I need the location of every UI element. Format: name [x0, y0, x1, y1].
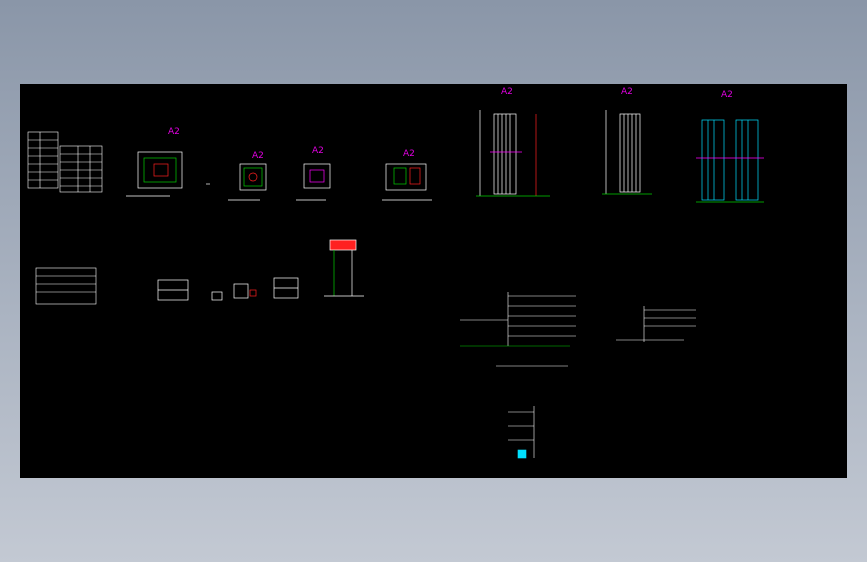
plan-view-2 — [228, 163, 267, 201]
electrical-diagram-3 — [508, 406, 535, 459]
sheet-label: A2 — [312, 146, 324, 156]
elevation-2 — [602, 110, 652, 195]
material-table — [27, 131, 103, 193]
elevation-3 — [696, 119, 764, 203]
plan-view-4 — [382, 163, 432, 201]
plan-view-3 — [296, 163, 331, 201]
column-detail — [324, 239, 364, 297]
electrical-diagram-1 — [460, 292, 576, 367]
sheet-label: A2 — [168, 127, 180, 137]
cad-drawing-sheets — [27, 110, 764, 459]
sheet-label: A2 — [501, 87, 513, 97]
electrical-diagram-2 — [616, 306, 696, 342]
plan-view-1 — [126, 151, 210, 197]
drawing-canvas[interactable]: A2 A2 A2 A2 A2 A2 A2 — [20, 84, 847, 478]
notes-block — [35, 267, 97, 305]
elevation-1 — [476, 110, 550, 197]
sheet-label: A2 — [621, 87, 633, 97]
sheet-label: A2 — [252, 151, 264, 161]
sheet-label: A2 — [403, 149, 415, 159]
detail-sections — [157, 277, 299, 301]
sheet-label: A2 — [721, 90, 733, 100]
